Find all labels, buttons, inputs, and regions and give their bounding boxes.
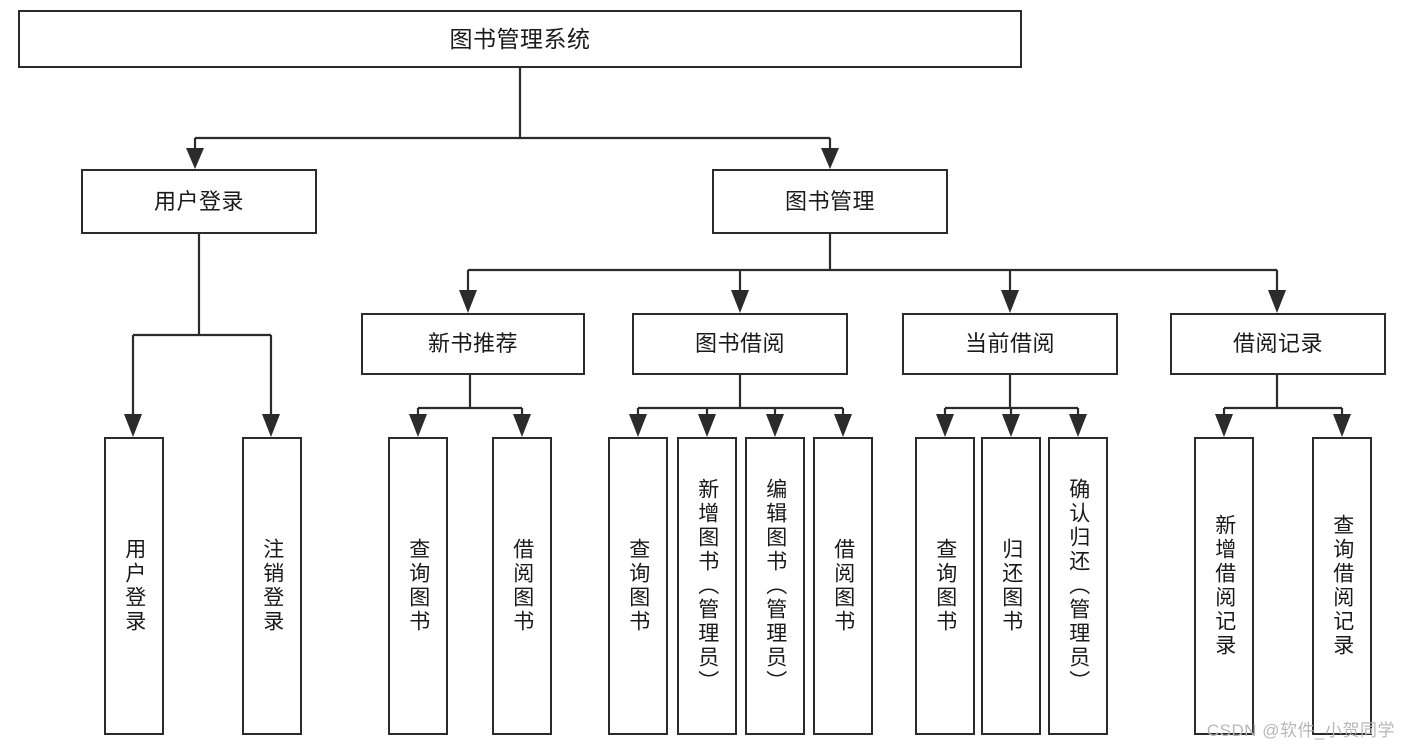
- leaf-borrow-book-1[interactable]: 借阅图书: [492, 437, 552, 735]
- node-user-login[interactable]: 用户登录: [81, 169, 317, 234]
- node-label: 查询图书: [933, 538, 957, 634]
- node-label: 借阅图书: [510, 538, 534, 634]
- arrowhead-leaf-query-book-1: [409, 414, 427, 437]
- arrowhead-leaf-add-record: [1215, 414, 1233, 437]
- leaf-add-record[interactable]: 新增借阅记录: [1194, 437, 1254, 735]
- watermark-text: CSDN @软件_小贺同学: [1206, 721, 1395, 740]
- arrowhead-leaf-query-record: [1333, 414, 1351, 437]
- node-book-borrow[interactable]: 图书借阅: [632, 313, 848, 375]
- node-label: 图书管理: [784, 188, 875, 214]
- node-label: 用户登录: [122, 538, 146, 634]
- node-label: 归还图书: [999, 538, 1023, 634]
- arrowhead-current-borrow: [1001, 290, 1019, 313]
- leaf-query-record[interactable]: 查询借阅记录: [1312, 437, 1372, 735]
- node-label: 注销登录: [260, 538, 284, 634]
- node-book-manage[interactable]: 图书管理: [712, 169, 948, 234]
- node-label: 借阅图书: [831, 538, 855, 634]
- node-label: 新增借阅记录: [1212, 514, 1236, 658]
- arrowhead-leaf-query-book-2: [629, 414, 647, 437]
- arrowhead-leaf-logout: [262, 414, 280, 437]
- arrowhead-book-borrow: [731, 290, 749, 313]
- node-label: 图书借阅: [694, 331, 785, 357]
- leaf-query-book-1[interactable]: 查询图书: [388, 437, 448, 735]
- node-label: 新增图书（管理员）: [695, 478, 719, 694]
- arrowhead-leaf-edit-book: [766, 414, 784, 437]
- node-label: 查询图书: [626, 538, 650, 634]
- leaf-query-book-2[interactable]: 查询图书: [608, 437, 668, 735]
- arrowhead-leaf-borrow-book-1: [513, 414, 531, 437]
- leaf-add-book[interactable]: 新增图书（管理员）: [677, 437, 737, 735]
- node-label: 编辑图书（管理员）: [763, 478, 787, 694]
- leaf-borrow-book-2[interactable]: 借阅图书: [813, 437, 873, 735]
- arrowhead-leaf-add-book: [698, 414, 716, 437]
- arrowhead-leaf-borrow-book-2: [834, 414, 852, 437]
- arrowhead-leaf-confirm-return: [1069, 414, 1087, 437]
- node-label: 查询图书: [406, 538, 430, 634]
- node-root-system[interactable]: 图书管理系统: [18, 10, 1022, 68]
- arrowhead-user-login: [186, 148, 204, 169]
- arrowhead-borrow-record: [1268, 290, 1286, 313]
- leaf-user-login[interactable]: 用户登录: [104, 437, 164, 735]
- node-label: 当前借阅: [964, 331, 1055, 357]
- node-label: 借阅记录: [1232, 331, 1323, 357]
- arrowhead-book-manage: [821, 148, 839, 169]
- arrowhead-leaf-user-login: [124, 414, 142, 437]
- leaf-confirm-return[interactable]: 确认归还（管理员）: [1048, 437, 1108, 735]
- node-label: 查询借阅记录: [1330, 514, 1354, 658]
- arrowhead-leaf-query-book-3: [936, 414, 954, 437]
- leaf-return-book[interactable]: 归还图书: [981, 437, 1041, 735]
- arrowhead-new-book-recommend: [459, 290, 477, 313]
- node-label: 图书管理系统: [449, 25, 591, 52]
- node-label: 用户登录: [153, 188, 244, 214]
- leaf-logout[interactable]: 注销登录: [242, 437, 302, 735]
- node-label: 确认归还（管理员）: [1066, 478, 1090, 694]
- leaf-edit-book[interactable]: 编辑图书（管理员）: [745, 437, 805, 735]
- node-new-book-recommend[interactable]: 新书推荐: [361, 313, 585, 375]
- node-label: 新书推荐: [427, 331, 518, 357]
- arrowhead-leaf-return-book: [1002, 414, 1020, 437]
- leaf-query-book-3[interactable]: 查询图书: [915, 437, 975, 735]
- node-borrow-record[interactable]: 借阅记录: [1170, 313, 1386, 375]
- node-current-borrow[interactable]: 当前借阅: [902, 313, 1118, 375]
